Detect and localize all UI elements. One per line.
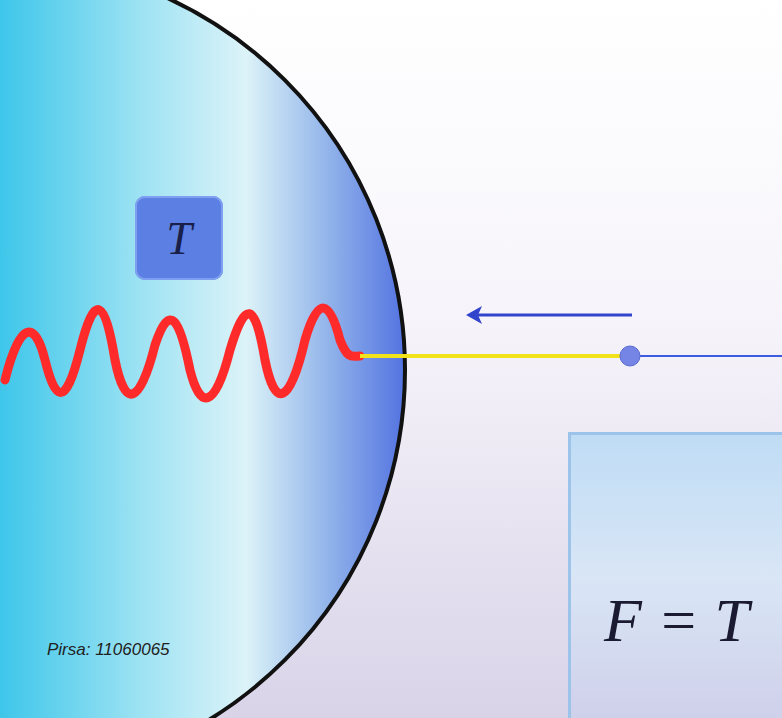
equation-box: F = T <box>568 432 782 718</box>
force-arrow <box>476 314 632 317</box>
string <box>360 354 622 358</box>
temperature-box: T <box>135 196 223 280</box>
particle-dot <box>620 346 640 366</box>
heat-bath-circle <box>0 0 405 718</box>
node-text: F = T <box>604 585 749 656</box>
watermark: Pirsa: 11060065 <box>47 640 170 660</box>
red-wave <box>5 308 360 398</box>
node-text: T <box>166 212 192 265</box>
thin-line <box>640 355 782 357</box>
force-arrow-head <box>466 306 482 324</box>
